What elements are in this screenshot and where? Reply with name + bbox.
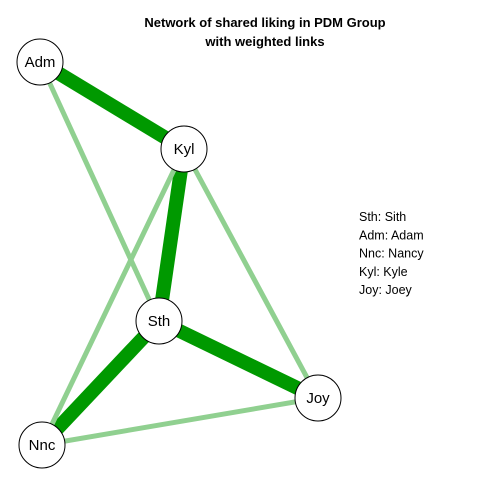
node-circle	[135, 297, 183, 345]
edge-sth-nnc	[36, 316, 165, 450]
legend-item: Kyl: Kyle	[359, 265, 408, 279]
node-circle	[160, 125, 208, 173]
legend-item: Nnc: Nancy	[359, 247, 424, 261]
node-label: Nnc	[29, 437, 56, 454]
edge-kyl-joy	[181, 147, 321, 400]
node-circle	[16, 38, 64, 86]
node-joy: Joy	[294, 374, 342, 422]
node-label: Joy	[306, 390, 330, 407]
node-label: Kyl	[174, 141, 195, 158]
node-label: Adm	[25, 54, 56, 71]
edge-layer	[36, 56, 322, 450]
chart-title-line-2: with weighted links	[204, 34, 324, 49]
edge-adm-sth	[37, 60, 162, 323]
edge-sth-joy	[155, 314, 322, 405]
node-sth: Sth	[135, 297, 183, 345]
edge-kyl-sth	[152, 147, 191, 323]
legend-item: Adm: Adam	[359, 228, 424, 242]
edge-nnc-joy	[41, 395, 319, 448]
node-nnc: Nnc	[18, 421, 66, 469]
node-circle	[294, 374, 342, 422]
edge-kyl-nnc	[39, 147, 187, 447]
node-adm: Adm	[16, 38, 64, 86]
legend-item: Joy: Joey	[359, 283, 413, 297]
legend-item: Sth: Sith	[359, 210, 406, 224]
edge-adm-kyl	[36, 56, 188, 155]
chart-title-line-1: Network of shared liking in PDM Group	[144, 15, 385, 30]
node-label: Sth	[148, 313, 171, 330]
node-kyl: Kyl	[160, 125, 208, 173]
node-circle	[18, 421, 66, 469]
